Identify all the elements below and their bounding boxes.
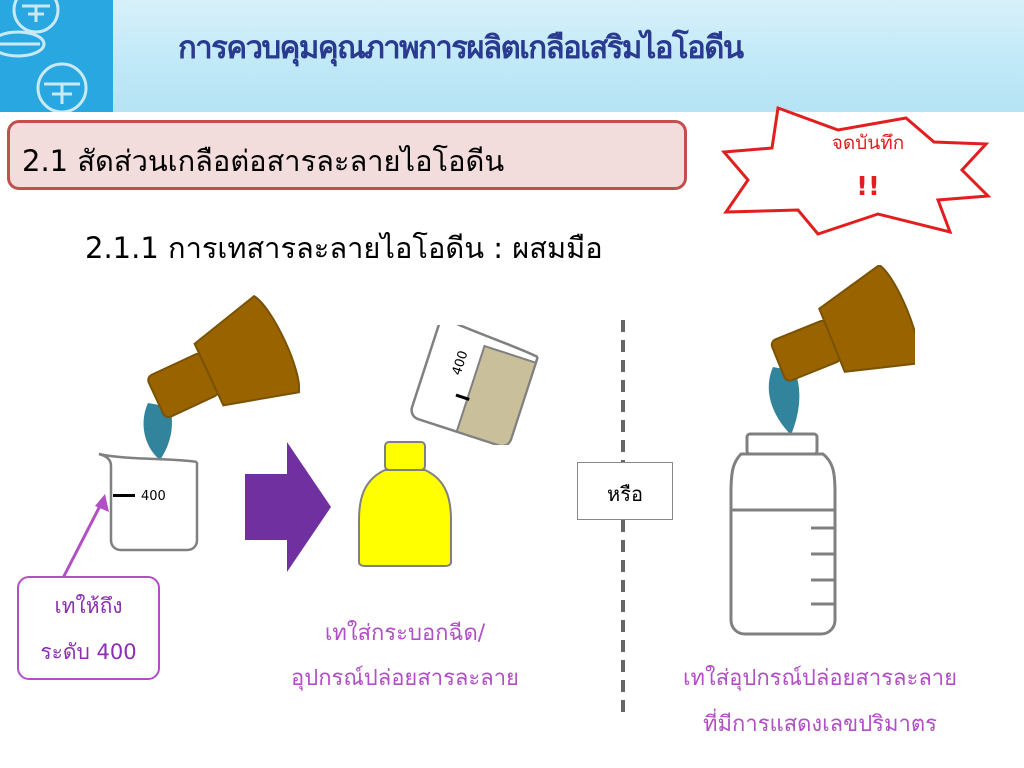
right-arrow-icon [245,442,331,572]
pouring-bottle-left-icon [143,295,300,460]
section-heading: 2.1 สัดส่วนเกลือต่อสารละลายไอโอดีน [22,144,505,178]
caption-middle-line-2: อุปกรณ์ปล่อยสารละลาย [291,666,519,691]
beaker-left-scale: 400 [141,489,166,504]
or-box [577,462,673,520]
graduated-dispenser-icon [729,432,837,636]
note-starburst-icon [720,105,992,236]
callout-line-2: ระดับ 400 [40,640,137,664]
note-exclamation: !! [856,172,880,202]
logo-block [0,0,113,112]
header-bar [0,0,1024,112]
spray-bottle-icon [358,441,452,567]
caption-right-line-1: เทใส่อุปกรณ์ปล่อยสารละลาย [682,666,958,691]
callout-box [17,576,160,680]
pouring-bottle-right-icon [768,265,915,435]
caption-middle-line-1: เทใส่กระบอกฉีด/ [324,621,486,646]
callout-line-1: เทให้ถึง [54,594,123,618]
section-box [7,120,687,190]
dashed-divider [610,320,630,720]
beaker-tilted-scale: 400 [450,349,472,377]
page-title: การควบคุมคุณภาพการผลิตเกลือเสริมไอโอดีน [178,30,744,66]
beaker-left-icon [98,452,199,552]
tis-logo-icon [0,0,88,112]
beaker-tilted-icon: 400 [410,325,539,445]
caption-right-line-2: ที่มีการแสดงเลขปริมาตร [703,712,937,737]
subsection-heading: 2.1.1 การเทสารละลายไอโอดีน : ผสมมือ [85,231,603,265]
or-label: หรือ [607,482,643,506]
note-label: จดบันทึก [831,132,905,154]
callout-arrow-icon [61,494,109,579]
